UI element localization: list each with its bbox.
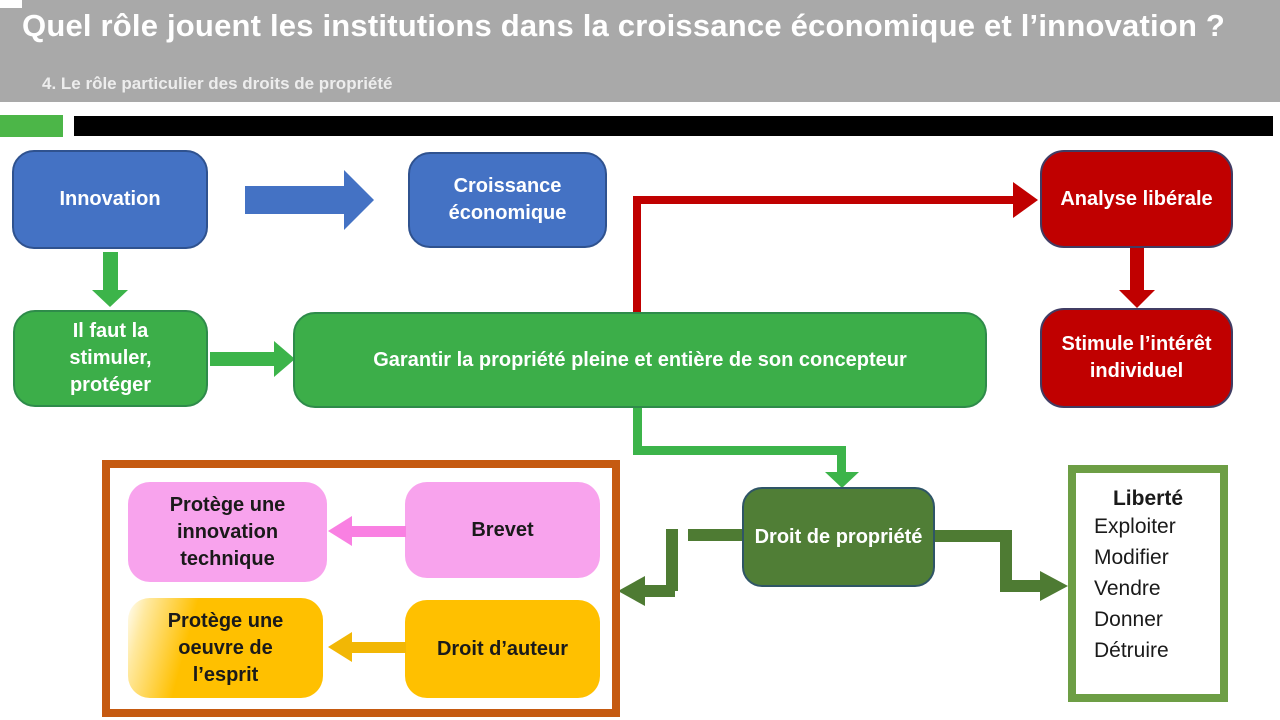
node-label-line: stimuler, (69, 347, 152, 369)
header-corner-notch (0, 0, 22, 8)
green-accent-square (0, 115, 63, 137)
arrow-brevet-protege-head (328, 516, 352, 546)
node-label-line: l’esprit (192, 663, 259, 686)
node-croissance-economique: Croissance économique (408, 152, 607, 248)
node-label: Droit d’auteur (436, 637, 569, 660)
arrow-droit-frame-vertical (666, 529, 678, 591)
arrow-garantir-analyse-head (1013, 182, 1038, 218)
arrow-garantir-analyse-horizontal (633, 196, 1013, 204)
header-band: Quel rôle jouent les institutions dans l… (0, 0, 1280, 102)
node-brevet: Brevet (405, 482, 600, 578)
arrow-droit-liberte-vertical (1000, 530, 1012, 586)
node-garantir-propriete: Garantir la propriété pleine et entière … (293, 312, 987, 408)
arrow-garantir-droit-v1 (633, 408, 642, 450)
node-label-line: oeuvre de (178, 636, 273, 659)
arrow-ilfaut-garantir-head (274, 341, 295, 377)
node-droit-auteur: Droit d’auteur (405, 600, 600, 698)
arrow-analyse-stimule-head (1119, 290, 1155, 308)
arrow-ilfaut-garantir-shaft (210, 352, 274, 366)
arrow-droit-frame-head (618, 576, 645, 606)
node-label: Garantir la propriété pleine et entière … (373, 348, 907, 371)
node-label: Innovation (59, 188, 161, 210)
panel-liberte: Liberté Exploiter Modifier Vendre Donner… (1068, 465, 1228, 702)
node-label-line: technique (180, 547, 275, 570)
arrow-auteur-protege-shaft (352, 642, 406, 653)
node-label: Croissance économique (448, 175, 567, 224)
arrow-analyse-stimule-shaft (1130, 248, 1144, 290)
arrow-auteur-protege-head (328, 632, 352, 662)
node-label: Stimule l’intérêt individuel (1061, 333, 1212, 382)
node-label: Brevet (471, 518, 534, 541)
black-divider-bar (74, 116, 1273, 136)
node-label-line: Il faut la (72, 320, 149, 342)
arrow-innovation-ilfaut-shaft (103, 252, 118, 290)
arrow-droit-liberte-head (1040, 571, 1068, 601)
arrow-garantir-droit-v2 (837, 446, 846, 472)
arrow-droit-liberte-h1 (935, 530, 1007, 542)
liberte-item: Vendre (1094, 577, 1161, 600)
page-title: Quel rôle jouent les institutions dans l… (22, 8, 1226, 43)
liberte-title: Liberté (1112, 487, 1183, 510)
node-label: Droit de propriété (754, 525, 923, 548)
arrow-droit-frame-h2 (645, 585, 675, 597)
node-label-line: innovation (176, 520, 279, 543)
liberte-item: Donner (1094, 608, 1163, 631)
node-protege-innovation: Protège une innovation technique (128, 482, 327, 582)
node-innovation: Innovation (12, 150, 208, 249)
page-subtitle: 4. Le rôle particulier des droits de pro… (42, 74, 393, 93)
node-stimule-interet: Stimule l’intérêt individuel (1040, 308, 1233, 408)
arrow-innovation-croissance-shaft (245, 186, 345, 214)
arrow-garantir-droit-horizontal (633, 446, 846, 455)
arrow-brevet-protege-shaft (352, 526, 406, 537)
arrow-droit-frame-h1 (688, 529, 742, 541)
liberte-item: Modifier (1094, 546, 1169, 569)
node-protege-oeuvre: Protège une oeuvre de l’esprit (128, 598, 323, 698)
node-label-line: Protège une (167, 609, 284, 632)
node-analyse-liberale: Analyse libérale (1040, 150, 1233, 248)
liberte-item: Détruire (1094, 639, 1169, 662)
arrow-garantir-droit-head (825, 472, 859, 488)
arrow-innovation-ilfaut-head (92, 290, 128, 307)
arrow-droit-liberte-h2 (1000, 580, 1042, 592)
arrow-innovation-croissance-head (344, 170, 374, 230)
liberte-item: Exploiter (1094, 515, 1176, 538)
arrow-garantir-analyse-vertical (633, 200, 641, 312)
node-label-line: protéger (69, 374, 152, 396)
node-il-faut-stimuler: Il faut la stimuler, protéger (13, 310, 208, 407)
node-label: Analyse libérale (1060, 187, 1213, 210)
node-label-line: Protège une (169, 493, 286, 516)
node-droit-propriete: Droit de propriété (742, 487, 935, 587)
